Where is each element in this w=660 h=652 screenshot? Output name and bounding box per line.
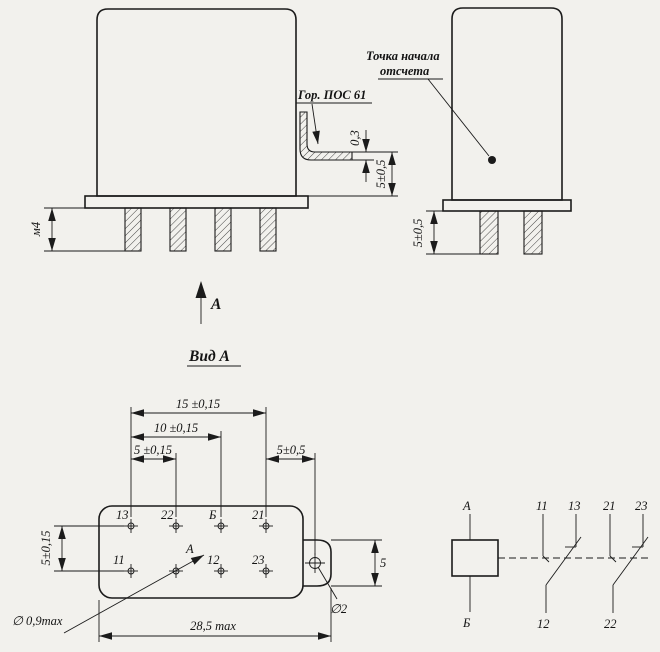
side-pin-1 — [479, 210, 499, 255]
contact-blade-2 — [612, 536, 649, 586]
pin-label-13: 13 — [116, 508, 129, 522]
pin-b — [214, 519, 228, 533]
pin-22 — [169, 519, 183, 533]
view-arrow-label: А — [210, 296, 221, 313]
side-pin-length-text: 5±0,5 — [411, 219, 425, 248]
dim-ear-offset-text: 5±0,5 — [277, 443, 306, 457]
dim-ear-width-text: 5 — [380, 556, 386, 570]
contact-12-label: 12 — [537, 617, 550, 631]
front-pin-1 — [124, 207, 142, 252]
contact-group-2: 21 23 22 — [603, 499, 649, 631]
dim-overall-text: 28,5 max — [190, 619, 236, 633]
pin-23 — [259, 564, 273, 578]
dim-5-text: 5 ±0,15 — [134, 443, 172, 457]
mounting-ear — [303, 539, 332, 587]
bottom-body-outline — [98, 505, 304, 599]
front-pin-4 — [259, 207, 277, 252]
bottom-pins — [124, 519, 273, 578]
side-pin-2 — [523, 210, 543, 255]
front-body-outline — [96, 8, 297, 197]
pin-21 — [259, 519, 273, 533]
bottom-view: 13 22 Б 21 11 12 23 А 15 ±0,15 10 ±0,15 … — [12, 397, 386, 642]
dim-hole-dia-text: ∅2 — [330, 602, 347, 616]
front-flange — [84, 195, 309, 209]
ref-point-text-line1: Точка начала — [366, 49, 440, 63]
contact-group-1: 11 13 12 — [536, 499, 582, 631]
front-pin-length-text: м4 — [29, 222, 43, 237]
bracket-detail: Гор. ПОС 61 0,3 5±0,5 — [296, 88, 398, 197]
front-pin-length-dimension: м4 — [29, 207, 125, 252]
pin-label-21: 21 — [252, 508, 265, 522]
contact-13-label: 13 — [568, 499, 581, 513]
contact-23-label: 23 — [635, 499, 648, 513]
dim-row-pitch-text: 5±0,15 — [39, 531, 53, 566]
view-a-title-text: Вид А — [188, 348, 230, 365]
side-flange — [442, 199, 572, 212]
side-pin-length-dimension: 5±0,5 — [411, 210, 480, 255]
datum-a-label: А — [185, 542, 194, 556]
pin-13 — [124, 519, 138, 533]
pin-label-22: 22 — [161, 508, 174, 522]
reference-point-dot — [488, 156, 496, 164]
dim-10-text: 10 ±0,15 — [154, 421, 198, 435]
up-arrow-icon — [195, 281, 207, 298]
ref-point-text-line2: отсчета — [380, 64, 429, 78]
side-view: Точка начала отсчета 5±0,5 — [366, 7, 572, 255]
pin-label-12: 12 — [207, 553, 220, 567]
pitch-dimensions: 15 ±0,15 10 ±0,15 5 ±0,15 5±0,5 — [130, 397, 316, 555]
coil-terminal-a-label: А — [462, 499, 471, 513]
pin-11 — [124, 564, 138, 578]
reference-point-callout: Точка начала отсчета — [366, 49, 490, 157]
contact-blade-1 — [545, 536, 582, 586]
bracket-thickness-text: 0,3 — [348, 130, 362, 146]
view-direction-arrow: А — [195, 281, 221, 324]
solder-note-text: Гор. ПОС 61 — [297, 88, 366, 102]
hole-diameter-callout: ∅2 — [317, 566, 347, 616]
bracket-height-dimension: 5±0,5 — [308, 152, 398, 197]
solder-note-leader — [311, 103, 320, 145]
pin-label-23: 23 — [252, 553, 265, 567]
row-pitch-dimension: 5±0,15 — [39, 525, 124, 572]
pin-label-11: 11 — [113, 553, 125, 567]
front-view: м4 — [29, 8, 309, 252]
schematic: А Б 11 13 12 21 23 22 — [451, 499, 649, 631]
view-a-title: Вид А — [187, 348, 241, 367]
front-pin-2 — [169, 207, 187, 252]
dim-pin-dia-text: ∅ 0,9max — [12, 614, 63, 628]
contact-11-label: 11 — [536, 499, 548, 513]
ear-width-dimension: 5 — [331, 539, 386, 587]
overall-width-dimension: 28,5 max — [98, 588, 332, 642]
coil-terminal-b-label: Б — [462, 616, 471, 630]
side-body-outline — [451, 7, 563, 201]
dim-15-text: 15 ±0,15 — [176, 397, 220, 411]
pin-12 — [214, 564, 228, 578]
pin-label-b: Б — [208, 508, 217, 522]
pin-diameter-callout: ∅ 0,9max — [12, 554, 205, 634]
front-pin-3 — [214, 207, 232, 252]
contact-22-label: 22 — [604, 617, 617, 631]
bracket-height-text: 5±0,5 — [374, 160, 388, 189]
contact-21-label: 21 — [603, 499, 616, 513]
